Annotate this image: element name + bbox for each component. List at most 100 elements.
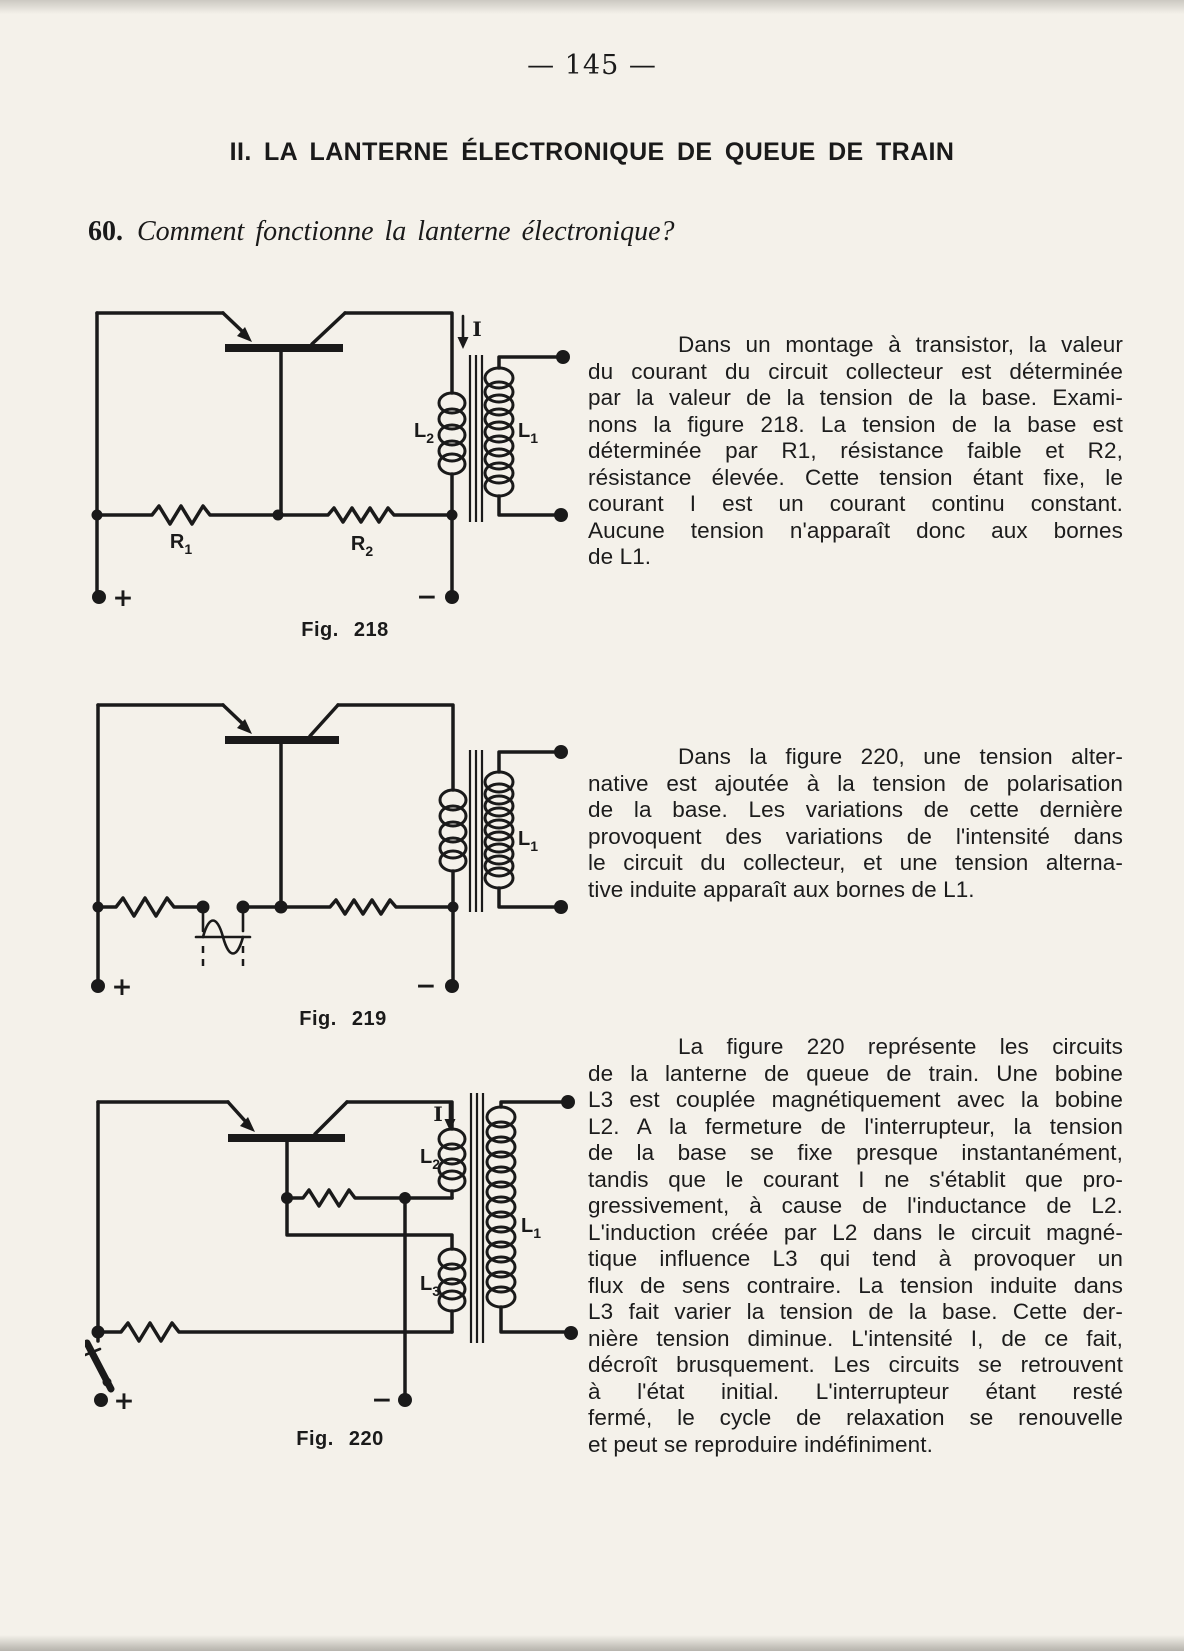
question-text: Comment fonctionne la lanterne électroni… bbox=[137, 216, 675, 247]
text-line: La figure 220 représente les circuits bbox=[678, 1034, 1123, 1059]
fig219-transformer-core bbox=[468, 750, 484, 912]
text-line: L3 fait varier la tension de la base. Ce… bbox=[588, 1299, 1123, 1324]
transistor-base-bar bbox=[225, 344, 343, 352]
fig220-wiring bbox=[96, 1100, 566, 1398]
question-number: 60. bbox=[88, 216, 123, 247]
fig219-resistor-r1 bbox=[96, 896, 205, 918]
text-line: résistance élevée. Cette tension étant f… bbox=[588, 464, 1123, 490]
plus-terminal-dot bbox=[91, 979, 105, 993]
text-line: courant I est un courant continu constan… bbox=[588, 491, 1123, 516]
output-terminal-dot bbox=[554, 508, 568, 522]
text-line: déterminée par R1, résistance faible et … bbox=[588, 438, 1123, 463]
resistor-label-r2: R2 bbox=[351, 533, 373, 559]
coil-label-l3: L3 bbox=[420, 1273, 440, 1299]
fig218-resistor-r2 bbox=[276, 506, 454, 524]
transistor-base-bar bbox=[228, 1134, 345, 1142]
text-line: L2. A la fermeture de l'interrupteur, la… bbox=[588, 1113, 1123, 1139]
output-terminal-dot bbox=[554, 900, 568, 914]
minus-sign: − bbox=[416, 971, 437, 1000]
fig-220-circuit-diagram: I bbox=[85, 1093, 578, 1415]
current-label: I bbox=[433, 1102, 442, 1126]
text-line: Dans un montage à transistor, la valeur bbox=[678, 332, 1123, 357]
fig220-coil-l3 bbox=[437, 1247, 467, 1313]
emitter-arrow-icon bbox=[240, 1117, 255, 1132]
output-terminal-dot bbox=[554, 745, 568, 759]
current-label: I bbox=[472, 317, 481, 341]
transistor-base-bar bbox=[225, 736, 339, 744]
fig220-coil-l2 bbox=[437, 1127, 467, 1193]
paragraph-2: Dans la figure 220, une tension alter-na… bbox=[588, 744, 1123, 903]
fig220-switch bbox=[85, 1330, 115, 1393]
fig220-terminals bbox=[94, 1095, 578, 1407]
fig-218-circuit-diagram: I bbox=[91, 311, 570, 610]
output-terminal-dot bbox=[564, 1326, 578, 1340]
fig220-transistor bbox=[96, 1100, 349, 1200]
fig220-base-resistor bbox=[285, 1188, 407, 1208]
coil-label-l2: L2 bbox=[414, 420, 434, 446]
fig218-coil-l1 bbox=[483, 366, 515, 498]
coil-label-l1: L1 bbox=[518, 420, 538, 446]
text-line: nière tension diminue. L'intensité I, de… bbox=[588, 1325, 1123, 1351]
fig218-transistor bbox=[95, 311, 347, 517]
fig-219-circuit-diagram: L1 + − bbox=[91, 703, 568, 1001]
text-line: gressivement, à cause de l'inductance de… bbox=[588, 1193, 1123, 1218]
fig219-resistor-r2 bbox=[279, 898, 455, 916]
fig218-coil-l2 bbox=[437, 391, 467, 476]
fig218-junction-dots bbox=[91, 509, 458, 521]
paragraph-3: La figure 220 représente les circuits de … bbox=[588, 1034, 1123, 1458]
text-line: L'induction créée par L2 dans le circuit… bbox=[588, 1219, 1123, 1245]
plus-sign: + bbox=[114, 1386, 135, 1415]
fig220-coil-l1 bbox=[485, 1105, 517, 1309]
text-line: et peut se reproduire indéfiniment. bbox=[588, 1431, 933, 1457]
fig219-wiring bbox=[96, 703, 556, 988]
fig218-terminals bbox=[92, 350, 570, 604]
text-line: native est ajoutée à la tension de polar… bbox=[588, 770, 1123, 796]
minus-sign: − bbox=[372, 1385, 393, 1414]
text-line: à l'état initial. L'interrupteur étant r… bbox=[588, 1378, 1123, 1404]
text-line: décroît brusquement. Les circuits se ret… bbox=[588, 1352, 1123, 1377]
plus-terminal-dot bbox=[94, 1393, 108, 1407]
output-terminal-dot bbox=[561, 1095, 575, 1109]
text-line: flux de sens contraire. La tension indui… bbox=[588, 1272, 1123, 1298]
emitter-arrow-icon bbox=[237, 719, 252, 734]
text-line: Aucune tension n'apparaît donc aux borne… bbox=[588, 517, 1123, 543]
fig219-coil-l1 bbox=[483, 770, 515, 890]
fig218-transformer-core bbox=[468, 355, 484, 522]
scan-edge-bottom bbox=[0, 1635, 1184, 1651]
resistor-label-r1: R1 bbox=[170, 531, 192, 557]
text-line: L3 est couplée magnétiquement avec la bo… bbox=[588, 1087, 1123, 1112]
plus-sign: + bbox=[113, 583, 134, 610]
text-line: fermé, le cycle de relaxation se renouve… bbox=[588, 1405, 1123, 1430]
fig220-current-arrow: I bbox=[433, 1102, 456, 1131]
text-line: tandis que le courant I ne s'établit que… bbox=[588, 1166, 1123, 1192]
coil-label-l1: L1 bbox=[518, 828, 538, 854]
plus-sign: + bbox=[112, 972, 133, 1001]
fig219-coil-l2 bbox=[438, 788, 468, 873]
fig218-current-arrow: I bbox=[457, 314, 482, 349]
plus-terminal-dot bbox=[92, 590, 106, 604]
fig218-wiring bbox=[95, 311, 558, 599]
question-line: 60. Comment fonctionne la lanterne électr… bbox=[88, 216, 1104, 248]
text-line: Dans la figure 220, une tension alter- bbox=[678, 744, 1123, 769]
emitter-arrow-icon bbox=[237, 327, 252, 342]
coil-label-l2: L2 bbox=[420, 1146, 440, 1172]
minus-terminal-dot bbox=[445, 590, 459, 604]
text-line: de la base se fixe presque instantanémen… bbox=[588, 1140, 1123, 1165]
fig220-bottom-resistor bbox=[96, 1321, 454, 1343]
fig-219-caption: Fig. 219 bbox=[299, 1008, 387, 1030]
minus-terminal-dot bbox=[445, 979, 459, 993]
minus-terminal-dot bbox=[398, 1393, 412, 1407]
minus-sign: − bbox=[417, 582, 438, 610]
section-heading: II. LA LANTERNE ÉLECTRONIQUE DE QUEUE DE… bbox=[229, 138, 955, 166]
output-terminal-dot bbox=[556, 350, 570, 364]
text-line: du courant du circuit collecteur est dét… bbox=[588, 358, 1123, 384]
page-number: — 145 — bbox=[527, 50, 657, 81]
fig-218-caption: Fig. 218 bbox=[301, 619, 389, 641]
text-line: de la base. Les variations de cette dern… bbox=[588, 797, 1123, 822]
fig220-junction-dots bbox=[91, 1192, 411, 1339]
fig219-terminals bbox=[91, 745, 568, 993]
fig218-resistor-r1 bbox=[95, 504, 280, 526]
text-line: le circuit du collecteur, et une tension… bbox=[588, 850, 1123, 875]
